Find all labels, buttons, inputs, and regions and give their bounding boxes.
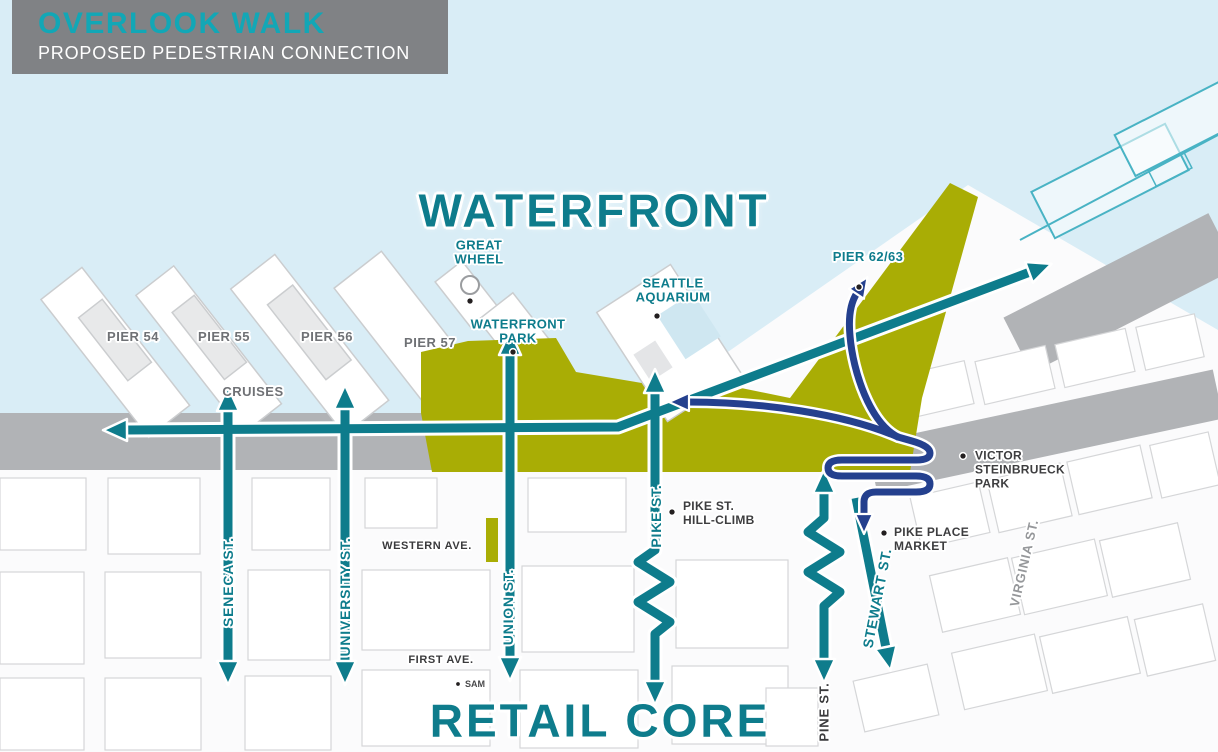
- western-ave-label: WESTERN AVE.: [382, 539, 472, 552]
- pier-57-label: PIER 57: [404, 334, 456, 350]
- first-ave-label: FIRST AVE.: [408, 653, 474, 666]
- pier-54-label: PIER 54: [107, 328, 159, 344]
- pier-62-63-label: PIER 62/63: [832, 248, 904, 264]
- university-st-label: UNIVERSITY ST.: [337, 537, 353, 657]
- map-title-box: OVERLOOK WALK PROPOSED PEDESTRIAN CONNEC…: [12, 0, 448, 74]
- cruises-label: CRUISES: [222, 383, 284, 399]
- buildings-group: [0, 313, 1218, 751]
- overlook-walk-route: [667, 276, 936, 536]
- poi-dots: [454, 282, 968, 688]
- pier-55-label: PIER 55: [198, 328, 250, 344]
- pike-st-hill-climb-label: PIKE ST.HILL-CLIMB: [683, 499, 755, 527]
- sam-label: SAM: [465, 678, 485, 689]
- north-piers-group: [1003, 74, 1218, 373]
- seneca-st-label: SENECA ST.: [220, 537, 236, 627]
- retail-core-region-label: RETAIL CORE: [429, 694, 771, 747]
- union-st-label: UNION ST.: [500, 568, 516, 646]
- great-wheel-icon: [460, 275, 480, 295]
- pier-56-label: PIER 56: [301, 328, 353, 344]
- pine-st-label: PINE ST.: [816, 682, 832, 742]
- waterfront-region-label: WATERFRONT: [418, 184, 770, 237]
- map-subtitle: PROPOSED PEDESTRIAN CONNECTION: [38, 43, 411, 63]
- pike-st-label: PIKE ST.: [648, 484, 664, 548]
- teal-arrows: [101, 260, 1053, 707]
- map-title: OVERLOOK WALK: [38, 7, 326, 40]
